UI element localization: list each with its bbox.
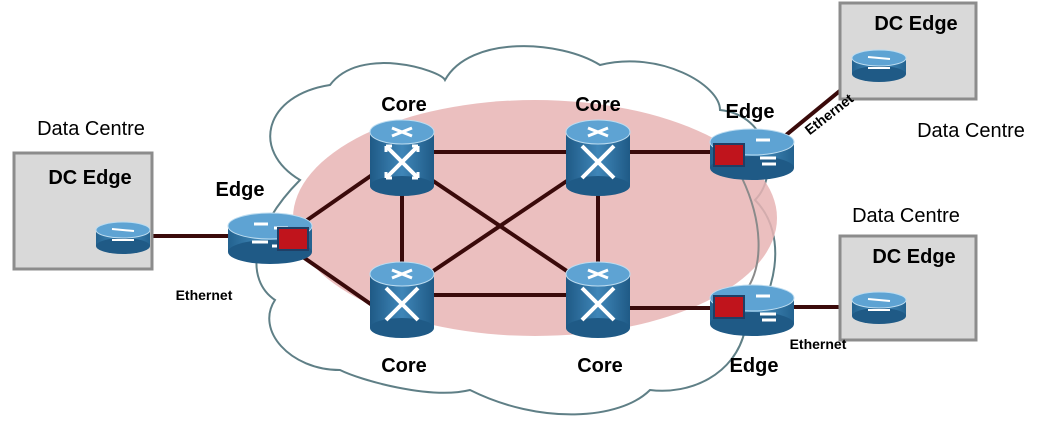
dc-box-bottom-right xyxy=(838,234,978,342)
edge-marker-icon xyxy=(713,143,745,167)
edge-router-icon-tr xyxy=(709,128,795,180)
dc-edge-label-left: DC Edge xyxy=(48,167,131,189)
dc-edge-label-top-right: DC Edge xyxy=(874,13,957,35)
label-core-br: Core xyxy=(577,355,623,377)
link-core-tr-core-bl xyxy=(400,158,600,294)
core-router-icon-bl xyxy=(369,261,435,338)
dc-edge-router-icon-top-right xyxy=(851,49,907,82)
link-label-bottom-right: Ethernet xyxy=(790,336,847,352)
core-router-icon-br xyxy=(565,261,631,338)
edge-router-icon-left xyxy=(227,212,313,264)
label-edge-left: Edge xyxy=(216,179,265,201)
dc-edge-router-icon-left xyxy=(95,221,151,254)
title-data-centre-bottom-right: Data Centre xyxy=(852,205,960,227)
label-edge-br: Edge xyxy=(730,355,779,377)
dc-edge-label-bottom-right: DC Edge xyxy=(872,246,955,268)
edge-marker-icon xyxy=(713,295,745,319)
link-edge-tr-edge-br xyxy=(741,177,760,293)
label-core-tl: Core xyxy=(381,94,427,116)
edge-router-icon-br xyxy=(709,284,795,336)
core-router-icon-tr xyxy=(565,119,631,196)
edge-marker-icon xyxy=(277,227,309,251)
title-data-centre-top-right: Data Centre xyxy=(917,120,1025,142)
title-data-centre-left: Data Centre xyxy=(37,118,145,140)
core-router-icon-tl xyxy=(369,119,435,196)
label-edge-tr: Edge xyxy=(726,101,775,123)
dc-box-top-right xyxy=(838,1,978,101)
label-core-bl: Core xyxy=(381,355,427,377)
link-label-left: Ethernet xyxy=(176,287,233,303)
label-core-tr: Core xyxy=(575,94,621,116)
dc-edge-router-icon-bottom-right xyxy=(851,291,907,324)
links xyxy=(150,60,877,310)
